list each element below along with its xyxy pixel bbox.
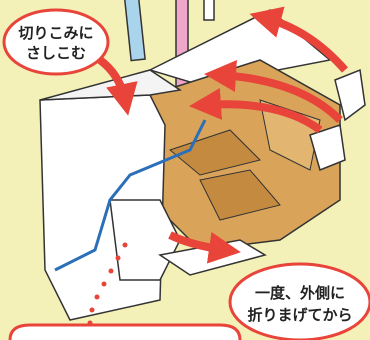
callout-fold-first (228, 262, 370, 340)
callout-insert-line1: 切りこみに (18, 24, 93, 42)
blue-guide-line (54, 119, 207, 272)
callout-partial-bottom (8, 323, 242, 340)
arrow-lid-mid (204, 60, 343, 123)
right-flap-mid (309, 124, 346, 172)
arrow-insert (97, 56, 138, 116)
arrow-lid-top (249, 6, 349, 73)
arrow-flap (189, 87, 323, 134)
callout-insert-slot (2, 8, 110, 76)
cardboard-fold-1 (168, 129, 261, 176)
callout-insert-line2: さしこむ (26, 44, 86, 62)
stick-white (203, 0, 215, 21)
stick-blue (123, 0, 146, 62)
callout-fold-line1: 一度、外側に (255, 284, 345, 302)
arrow-bottom (168, 231, 241, 264)
callout-fold-line2: 折りまげてから (247, 306, 352, 324)
right-flap-top (334, 68, 366, 122)
cardboard-fold-2 (199, 169, 281, 221)
